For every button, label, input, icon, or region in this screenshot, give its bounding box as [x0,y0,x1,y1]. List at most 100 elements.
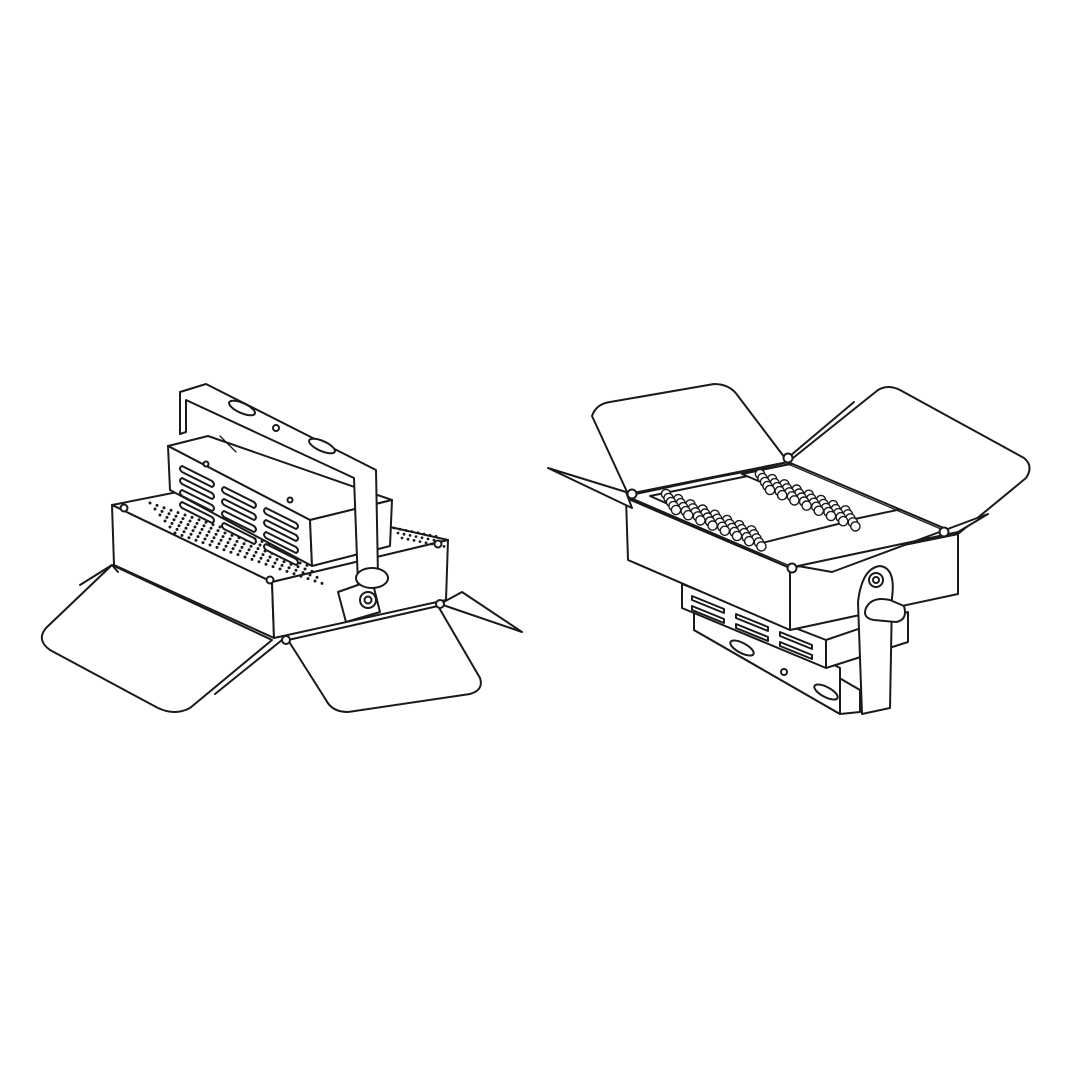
vent-hole [298,561,302,565]
vent-hole [221,535,225,539]
vent-hole [209,526,213,530]
vent-hole [167,512,171,516]
vent-hole [235,539,239,543]
louver-slot [179,465,215,488]
vent-hole [148,501,152,505]
led-emitter [731,530,743,542]
vent-hole [198,531,202,535]
vent-hole [155,503,159,507]
louver-slot [221,522,257,545]
vent-hole [294,568,298,572]
led-emitter [764,484,776,496]
vent-hole [320,581,324,585]
vent-hole [247,548,251,552]
louver-slot [779,641,813,660]
vent-hole [430,542,434,546]
vent-hole [214,532,218,536]
vent-hole [188,519,192,523]
louver-slot [179,477,215,500]
louver-slot [779,631,813,650]
vent-hole [258,543,262,547]
louver-slot [263,519,299,542]
front-right-barn-door [787,386,1031,535]
vent-hole [252,554,256,558]
vent-hole [175,527,179,531]
vent-hole [266,559,270,563]
vent-hole [158,513,162,517]
vent-hole [205,533,209,537]
vent-hole [190,515,194,519]
vent-hole [412,539,416,542]
vent-hole [207,530,211,534]
vent-hole [420,536,424,540]
vent-hole [245,551,249,555]
vent-hole [173,531,177,535]
vent-hole [296,565,300,569]
vent-hole [428,533,432,537]
vent-hole [231,547,235,551]
vent-hole [249,544,253,548]
vent-hole [275,557,279,561]
vent-hole [168,525,172,529]
louver-slot [221,510,257,533]
vent-hole [193,525,197,529]
vent-hole [301,571,305,575]
vent-hole [165,515,169,519]
vent-hole [271,565,275,569]
louver-slot [179,501,215,524]
vent-hole [308,573,312,577]
front-barn-door [214,605,482,713]
vent-hole [250,557,254,561]
vent-hole [261,553,265,557]
louver-slot [221,498,257,521]
frame-rib [635,499,791,567]
led-emitter [837,515,849,527]
vent-hole [201,541,205,545]
vent-hole [238,549,242,553]
vent-hole [306,577,310,581]
louver-slot [735,623,769,642]
vent-hole [200,527,204,531]
vent-hole [222,548,226,552]
vent-hole [310,569,314,573]
vent-hole [408,534,412,537]
vent-hole [215,545,219,549]
vent-hole [191,529,195,533]
led-emitter [707,520,718,531]
vent-hole [278,567,282,571]
vent-hole [422,532,426,536]
vent-hole [224,544,228,548]
vent-hole [264,562,268,566]
vent-hole [398,527,402,531]
vent-hole [216,529,220,533]
vent-hole [396,531,400,535]
vent-hole [416,531,420,535]
vent-hole [256,547,260,551]
led-emitter [850,521,861,532]
vent-hole [243,555,247,559]
vent-hole [228,537,232,541]
vent-hole [229,550,233,554]
vent-hole [442,545,446,548]
vent-hole [182,530,186,534]
vent-hole [184,526,188,530]
vent-hole [186,523,190,527]
vent-hole [257,560,261,564]
vent-hole [236,553,240,557]
vent-hole [208,543,212,547]
vent-hole [181,517,185,521]
vent-hole [195,521,199,525]
front-side-barn-door [547,467,633,509]
louver-slot [263,543,299,566]
front-left-barn-door [591,383,789,495]
vent-hole [285,569,289,573]
led-emitter [719,525,731,537]
vent-hole [432,538,436,542]
vent-hole [174,514,178,518]
vent-hole [392,526,396,530]
vent-hole [223,531,227,535]
vent-hole [189,532,193,536]
led-emitter [682,509,694,521]
louver-slot [263,531,299,554]
